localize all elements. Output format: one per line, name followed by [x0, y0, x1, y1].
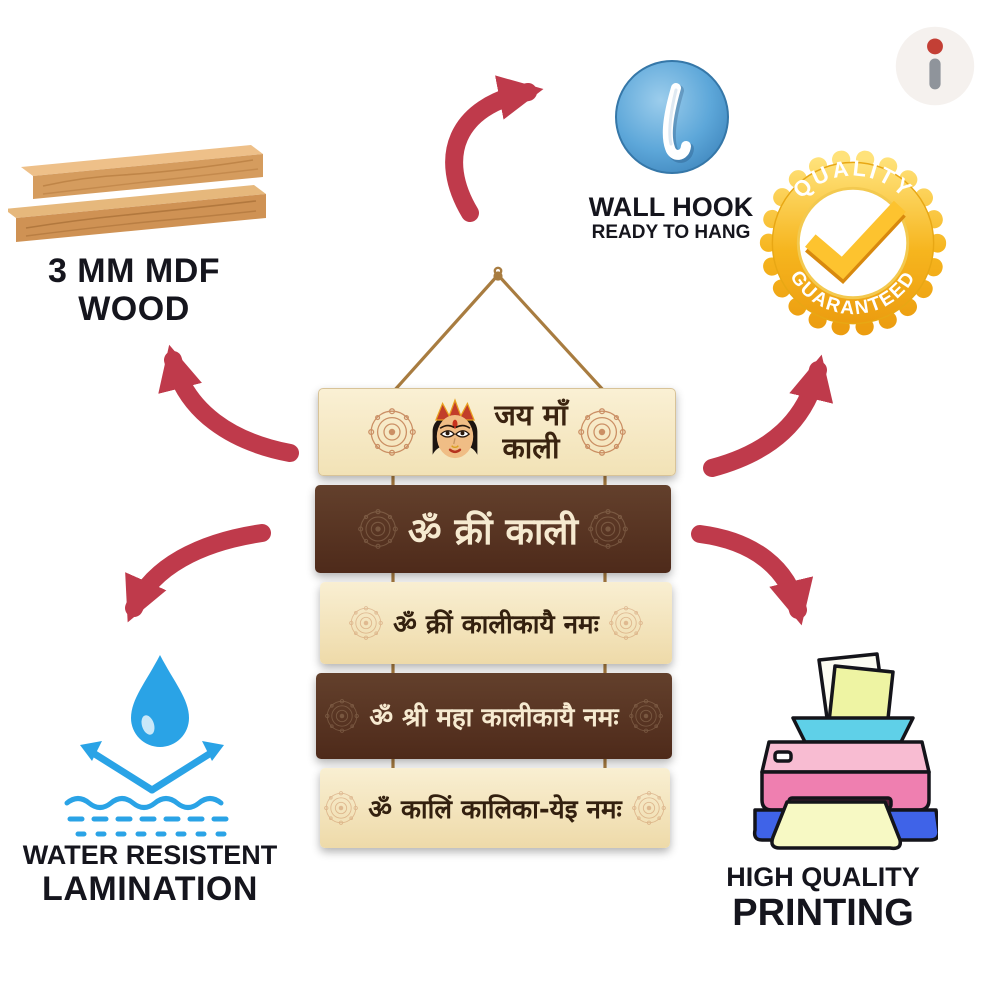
wall-hook-sublabel: READY TO HANG — [591, 222, 751, 244]
plank-4: ॐ श्री महा कालीकायै नमः — [316, 673, 672, 759]
mandala-ornament-icon — [358, 502, 398, 556]
mandala-ornament-icon — [368, 401, 416, 463]
lamination-callout: WATER RESISTENT LAMINATION — [2, 840, 298, 908]
mandala-ornament-icon — [349, 599, 383, 647]
mandala-ornament-icon — [578, 401, 626, 463]
wall-hook-icon — [615, 60, 729, 174]
quality-guaranteed-badge: QUALITY GUARANTEED — [759, 149, 947, 337]
plank-3-text: ॐ क्रीं कालीकायै नमः — [393, 610, 599, 640]
printing-label-line2: PRINTING — [732, 892, 914, 935]
arrow-to-wall-hook-icon — [445, 75, 544, 222]
logo-dot — [927, 38, 943, 55]
arrow-to-lamination-icon — [125, 524, 271, 623]
plank-1-line1: जय माँ — [494, 397, 568, 432]
plank-5: ॐ कालिं कालिका-येइ नमः — [320, 768, 670, 848]
mdf-wood-callout: 3 MM MDF WOOD — [0, 252, 268, 328]
wall-hook-callout: WALL HOOK READY TO HANG — [558, 192, 784, 244]
wall-hook-label: WALL HOOK — [588, 192, 754, 222]
durga-face-icon — [432, 398, 478, 459]
plank-1: जय माँ काली — [318, 388, 676, 476]
mdf-wood-label-line2: WOOD — [78, 290, 190, 329]
mdf-wood-label-line1: 3 MM MDF — [47, 252, 221, 290]
mandala-ornament-icon — [588, 502, 628, 556]
mdf-wood-planks-icon — [8, 145, 266, 242]
plank-3: ॐ क्रीं कालीकायै नमः — [320, 582, 672, 664]
arrow-to-mdf-wood-icon — [158, 344, 299, 462]
printing-label-line1: HIGH QUALITY — [726, 862, 920, 892]
mandala-ornament-icon — [325, 692, 359, 740]
printing-callout: HIGH QUALITY PRINTING — [698, 862, 948, 935]
water-drop-icon — [131, 655, 189, 747]
plank-1-text: जय माँ काली — [494, 397, 568, 466]
plank-5-text: ॐ कालिं कालिका-येइ नमः — [368, 795, 622, 825]
mandala-ornament-icon — [324, 784, 358, 832]
badge-check-icon — [805, 200, 906, 280]
printer-icon — [752, 652, 938, 851]
plank-2-text: ॐ क्रीं काली — [407, 509, 579, 553]
lamination-label-line2: LAMINATION — [42, 870, 258, 909]
lamination-label-line1: WATER RESISTENT — [22, 840, 278, 870]
plank-2: ॐ क्रीं काली — [315, 485, 671, 573]
water-resistant-icon — [64, 655, 237, 837]
arrow-to-printing-icon — [691, 525, 814, 626]
plank-4-text: ॐ श्री महा कालीकायै नमः — [369, 703, 619, 733]
mandala-ornament-icon — [609, 599, 643, 647]
arrow-to-quality-badge-icon — [703, 354, 834, 477]
badge-scallop-edge — [759, 149, 947, 337]
product-wall-hanging: जय माँ काली ॐ क्रीं काली ॐ क्रीं कालीकाय… — [315, 265, 680, 860]
plank-1-line2: काली — [502, 431, 560, 465]
mandala-ornament-icon — [629, 692, 663, 740]
mandala-ornament-icon — [632, 784, 666, 832]
brand-logo — [895, 26, 975, 106]
